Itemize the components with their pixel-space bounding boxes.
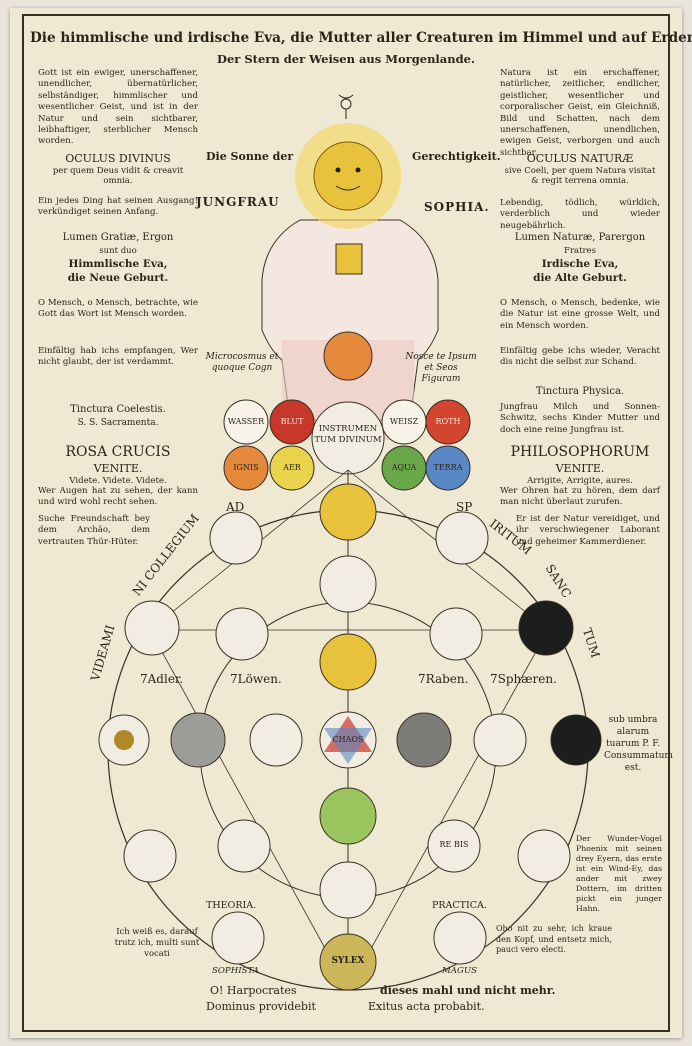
star-circle xyxy=(217,819,271,873)
left-intro: Gott ist ein ewiger, unerschaffener, une… xyxy=(38,68,198,147)
label-7sphaeren: 7Sphæren. xyxy=(490,672,557,686)
label-instrumentum: INSTRUMEN TUM DIVINUM xyxy=(314,424,382,445)
right-lumen-sub: Fratres xyxy=(564,246,596,256)
label-7adler: 7Adler. xyxy=(140,672,184,686)
left-venite: VENITE. xyxy=(93,462,143,475)
label-microcosmus: Microcosmus et quoque Cogn xyxy=(205,352,279,373)
right-ohren: Wer Ohren hat zu hören, dem darf man nic… xyxy=(500,486,660,508)
practica-circle xyxy=(433,911,487,965)
heart-circle xyxy=(323,331,373,381)
poster-frame xyxy=(22,14,670,1032)
right-eva: Irdische Eva, xyxy=(541,258,619,270)
poster-subtitle: Der Stern der Weisen aus Morgenlande. xyxy=(217,52,475,66)
right-geburt: die Alte Geburt. xyxy=(533,272,627,284)
left-mensch: O Mensch, o Mensch, betrachte, wie Gott … xyxy=(38,298,198,320)
right-philosophorum: PHILOSOPHORUM xyxy=(510,444,650,460)
label-roth: ROTH xyxy=(435,417,461,426)
dark-grey-circle xyxy=(396,712,452,768)
label-chaos: CHAOS xyxy=(332,735,364,744)
element-circles-top xyxy=(223,399,471,475)
left-anfang: Ein jedes Ding hat seinen Ausgang! verkü… xyxy=(38,196,198,218)
left-einfaeltig: Einfältig hab ichs empfangen, Wer nicht … xyxy=(38,346,198,368)
label-ad: AD xyxy=(226,500,245,514)
left-eva: Himmlische Eva, xyxy=(68,258,168,270)
left-freundschaft: Suche Freundschaft bey dem Archäo, dem v… xyxy=(38,514,150,547)
tower-circle xyxy=(124,600,180,656)
green-circle xyxy=(319,787,377,845)
phoenix-circle xyxy=(517,829,571,883)
left-oculus-title: OCULUS DIVINUS xyxy=(65,152,171,165)
right-jungfrau: Jungfrau Milch und Sonnen-Schwitz, sechs… xyxy=(500,402,660,435)
theoria-circle xyxy=(211,911,265,965)
poster-title: Die himmlische und irdische Eva, die Mut… xyxy=(30,30,692,46)
skeleton-circle xyxy=(435,511,489,565)
left-oculus-sub: per quem Deus vidit & creavit omnia. xyxy=(52,166,184,186)
label-theoria: THEORIA. xyxy=(206,900,257,911)
label-rebis: RE BIS xyxy=(439,840,469,849)
label-sp: SP xyxy=(456,500,473,514)
left-rosa-crucis: ROSA CRUCIS xyxy=(65,444,171,460)
label-ignis: IGNIS xyxy=(233,463,259,472)
rebis-circle xyxy=(427,819,481,873)
label-terra: TERRA xyxy=(433,463,463,472)
left-tinctura: Tinctura Coelestis. xyxy=(70,404,166,415)
right-phoenix: Der Wunder-Vogel Phoenix mit seinen drey… xyxy=(576,834,662,913)
right-oho: Oho nit zu sehr, ich kraue den Kopf, und… xyxy=(496,924,612,954)
footer-exitus: Exitus acta probabit. xyxy=(368,1000,485,1013)
label-magus: MAGUS xyxy=(442,966,478,976)
black-circle xyxy=(518,600,574,656)
right-mensch: O Mensch, o Mensch, bedenke, wie die Nat… xyxy=(500,298,660,331)
label-wasser: WASSER xyxy=(227,417,265,426)
label-aqua: AQUA xyxy=(391,463,417,472)
grey-circle xyxy=(170,712,226,768)
right-lumen: Lumen Naturæ, Parergon xyxy=(514,232,646,243)
right-oculus-sub: sive Coeli, per quem Natura visitat & re… xyxy=(504,166,656,186)
element-circles-bottom xyxy=(223,445,471,491)
skull-circle xyxy=(550,714,602,766)
right-lebendig: Lebendig, tödlich, würklich, verderblich… xyxy=(500,198,660,231)
label-nosce: Nosce te Ipsum et Seos Figuram xyxy=(405,352,477,384)
left-sacramenta: S. S. Sacramenta. xyxy=(77,418,159,428)
right-arrigite: Arrigite, Arrigite, aures. xyxy=(527,476,633,486)
label-sophia: SOPHIA. xyxy=(424,200,490,214)
label-gerechtigkeit: Gerechtigkeit. xyxy=(412,150,501,163)
left-geburt: die Neue Geburt. xyxy=(67,272,169,284)
label-blut: BLUT xyxy=(280,417,304,426)
label-sonne: Die Sonne der xyxy=(206,150,294,163)
landscape-circle xyxy=(319,861,377,919)
mercury-symbol-icon xyxy=(338,94,354,119)
footer-dieses: dieses mahl und nicht mehr. xyxy=(380,984,556,997)
left-lumen: Lumen Gratiæ, Ergon xyxy=(62,232,174,243)
left-augen: Wer Augen hat zu sehen, der kann und wir… xyxy=(38,486,198,508)
sun-circle-upper xyxy=(319,483,377,541)
sylex-circle xyxy=(319,933,377,991)
label-sophista: SOPHISTA xyxy=(212,966,259,976)
label-7raben: 7Raben. xyxy=(418,672,469,686)
left-videte: Videte. Videte. Videte. xyxy=(69,476,167,486)
right-oculus-title: OCULUS NATURÆ xyxy=(526,152,634,165)
right-tinctura: Tinctura Physica. xyxy=(535,386,625,397)
sun-icon xyxy=(295,123,401,229)
footer-harpocrates: O! Harpocrates xyxy=(210,984,297,997)
label-aer: AER xyxy=(283,463,301,472)
label-jungfrau: JUNGFRAU xyxy=(196,195,280,209)
footer-dominus: Dominus providebit xyxy=(206,1000,316,1013)
right-intro: Natura ist ein erschaffener, natürlicher… xyxy=(500,68,660,158)
label-weisz-text: Ich weiß es, darauf trutz ich, multi sun… xyxy=(114,926,200,958)
right-venite: VENITE. xyxy=(555,462,605,475)
yellow-tablet xyxy=(335,243,363,275)
spiral-circle xyxy=(319,555,377,613)
sun-circle-lower xyxy=(319,633,377,691)
label-weisz: WEISZ xyxy=(389,417,419,426)
left-lumen-sub: sunt duo xyxy=(99,246,137,256)
label-practica: PRACTICA. xyxy=(432,900,487,911)
right-natur: Er ist der Natur vereidiget, und ihr ver… xyxy=(516,514,660,547)
right-einfaeltig: Einfältig gebe ichs wieder, Veracht dis … xyxy=(500,346,660,368)
right-sub-umbra: sub umbra alarum tuarum P. F. Consummatu… xyxy=(604,715,673,773)
label-7loewen: 7Löwen. xyxy=(230,672,282,686)
label-sylex: SYLEX xyxy=(331,956,365,966)
